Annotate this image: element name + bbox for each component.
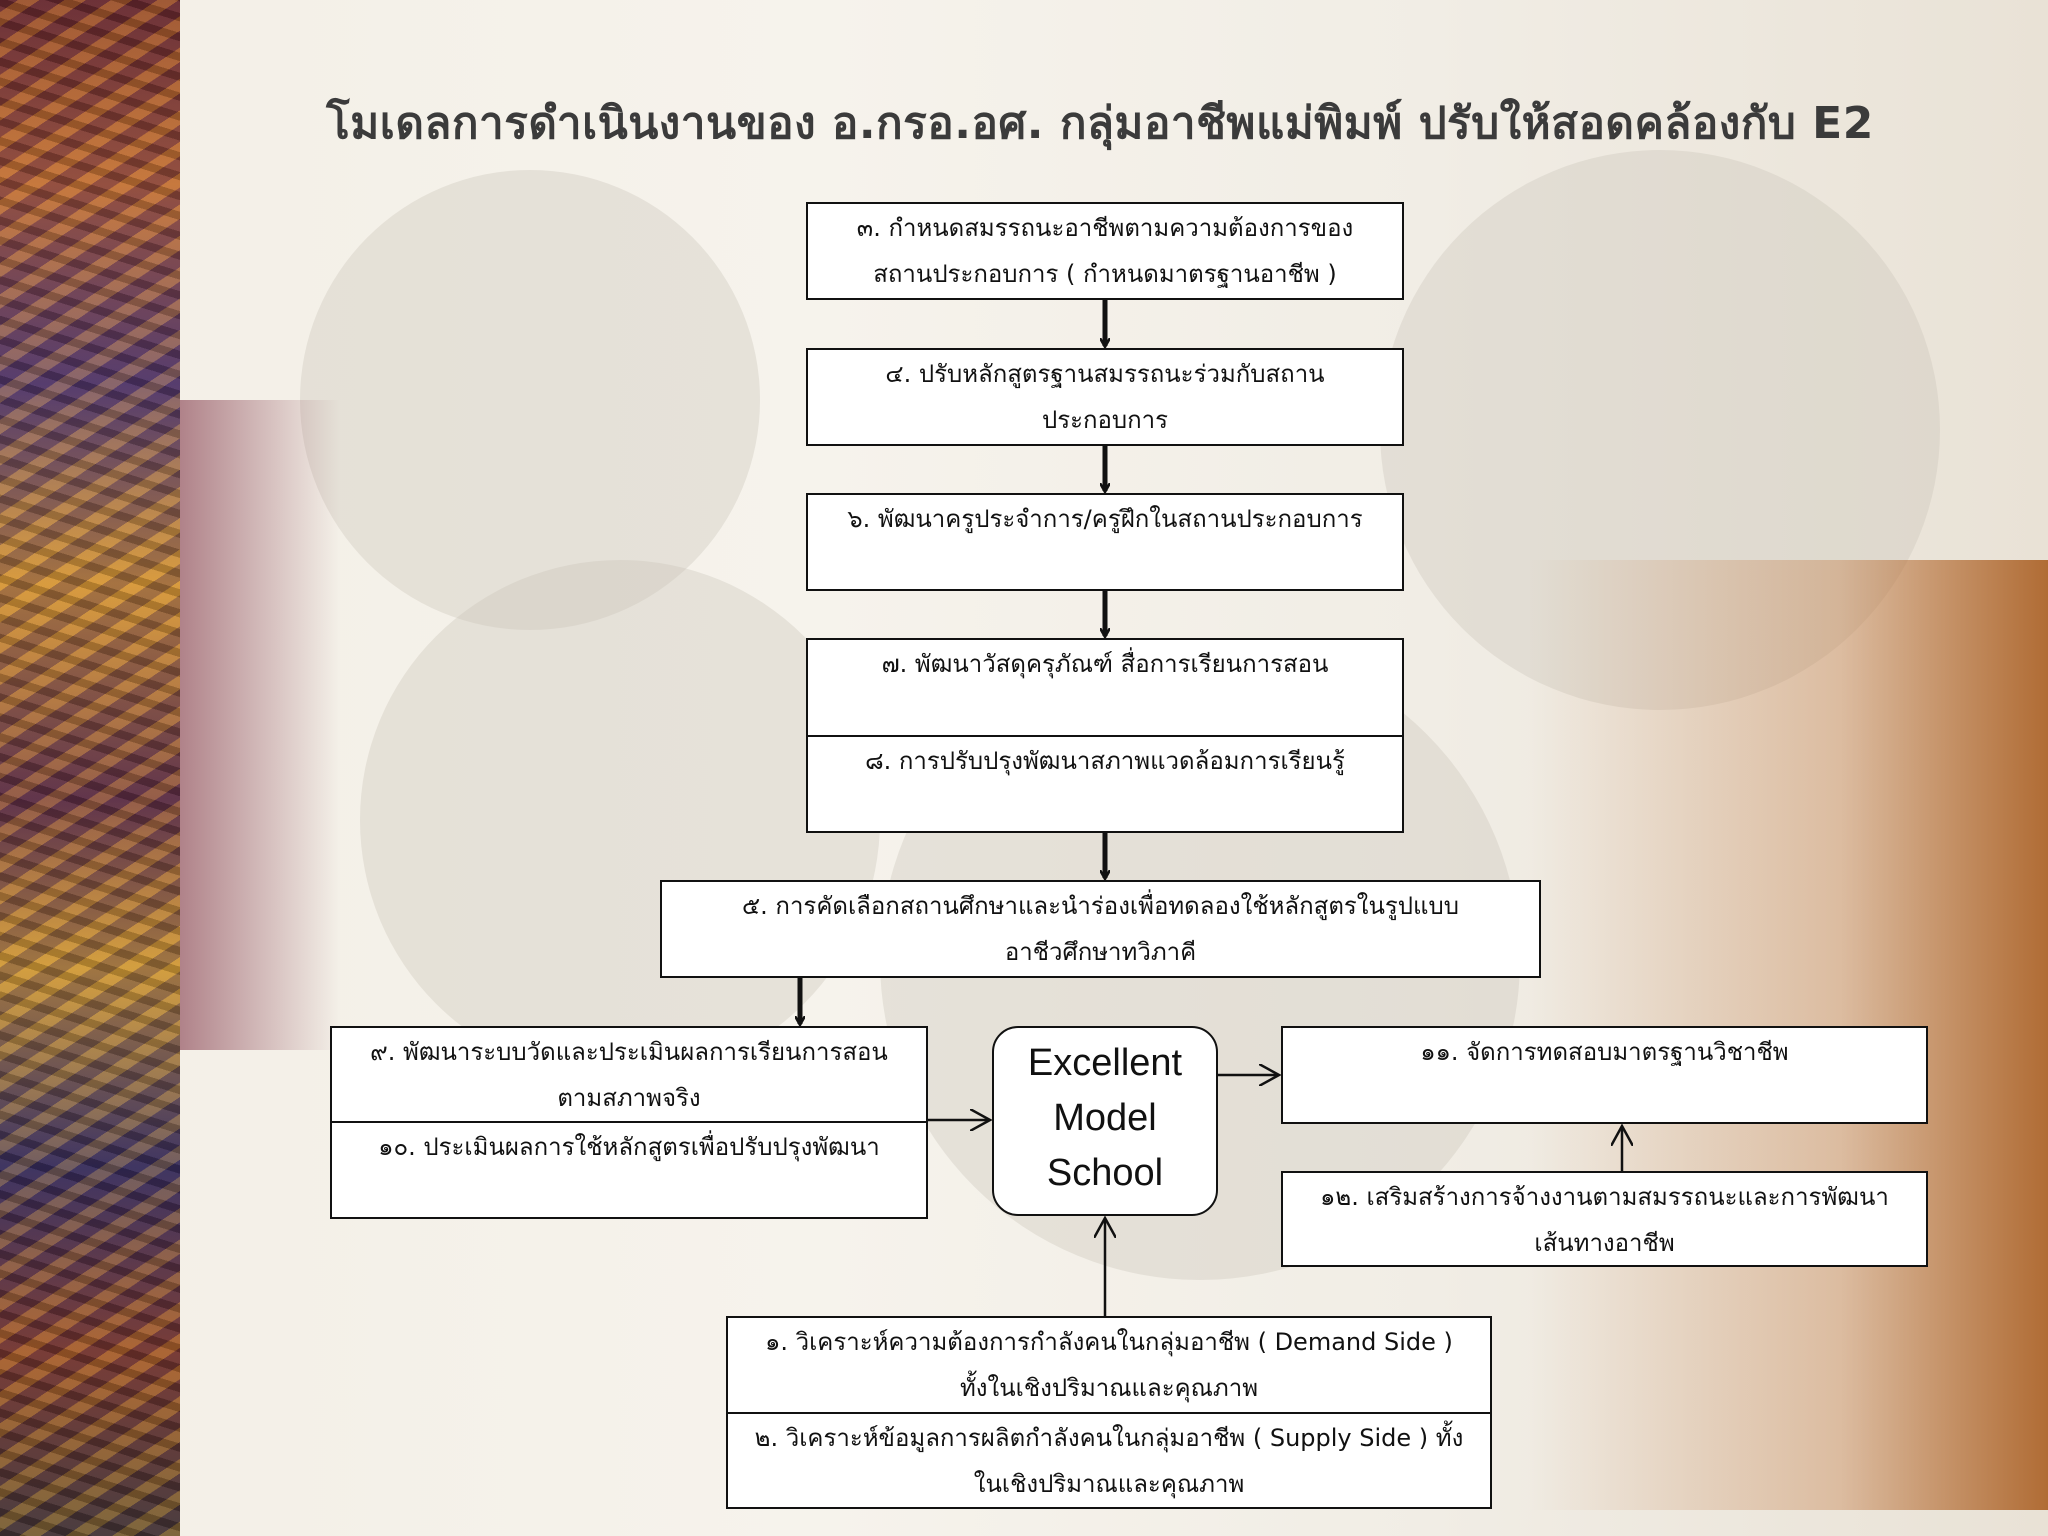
step-12-line-2: เส้นทางอาชีพ	[1534, 1229, 1675, 1257]
step-9-line-2: ตามสภาพจริง	[557, 1084, 701, 1112]
center-line-1: Excellent	[1027, 1042, 1183, 1084]
step-9-box: ๙. พัฒนาระบบวัดและประเมินผลการเรียนการสอ…	[330, 1026, 928, 1122]
step-1-line-2: ทั้งในเชิงปริมาณและคุณภาพ	[959, 1374, 1259, 1402]
center-line-3: School	[1046, 1152, 1164, 1194]
step-4-line-2: ประกอบการ	[1041, 406, 1169, 434]
background-gear	[360, 560, 880, 1080]
step-11-box: ๑๑. จัดการทดสอบมาตรฐานวิชาชีพ	[1281, 1026, 1928, 1124]
step-10-box: ๑๐. ประเมินผลการใช้หลักสูตรเพื่อปรับปรุง…	[330, 1121, 928, 1219]
step-4-box: ๔. ปรับหลักสูตรฐานสมรรถนะร่วมกับสถาน ประ…	[806, 348, 1404, 446]
decorative-side-strip	[0, 0, 180, 1536]
step-1-line-1: ๑. วิเคราะห์ความต้องการกำลังคนในกลุ่มอาช…	[765, 1328, 1453, 1356]
step-6-box: ๖. พัฒนาครูประจำการ/ครูฝึกในสถานประกอบกา…	[806, 493, 1404, 591]
step-8-box: ๘. การปรับปรุงพัฒนาสภาพแวดล้อมการเรียนรู…	[806, 735, 1404, 833]
background-gear	[300, 170, 760, 630]
step-7-box: ๗. พัฒนาวัสดุครุภัณฑ์ สื่อการเรียนการสอน	[806, 638, 1404, 736]
step-11-line-1: ๑๑. จัดการทดสอบมาตรฐานวิชาชีพ	[1420, 1038, 1789, 1066]
step-7-line-1: ๗. พัฒนาวัสดุครุภัณฑ์ สื่อการเรียนการสอน	[881, 650, 1329, 678]
step-3-line-2: สถานประกอบการ ( กำหนดมาตรฐานอาชีพ )	[873, 260, 1337, 288]
step-6-line-1: ๖. พัฒนาครูประจำการ/ครูฝึกในสถานประกอบกา…	[847, 505, 1363, 533]
excellent-model-school: Excellent Model School	[992, 1026, 1218, 1216]
step-12-line-1: ๑๒. เสริมสร้างการจ้างงานตามสมรรถนะและการ…	[1320, 1183, 1889, 1211]
step-10-line-1: ๑๐. ประเมินผลการใช้หลักสูตรเพื่อปรับปรุง…	[378, 1133, 880, 1161]
step-9-line-1: ๙. พัฒนาระบบวัดและประเมินผลการเรียนการสอ…	[370, 1038, 888, 1066]
step-4-line-1: ๔. ปรับหลักสูตรฐานสมรรถนะร่วมกับสถาน	[885, 360, 1325, 388]
step-2-line-2: ในเชิงปริมาณและคุณภาพ	[973, 1470, 1245, 1498]
step-5-line-1: ๕. การคัดเลือกสถานศึกษาและนำร่องเพื่อทดล…	[742, 892, 1459, 920]
step-1-box: ๑. วิเคราะห์ความต้องการกำลังคนในกลุ่มอาช…	[726, 1316, 1492, 1413]
step-5-line-2: อาชีวศึกษาทวิภาคี	[1004, 938, 1197, 966]
step-2-line-1: ๒. วิเคราะห์ข้อมูลการผลิตกำลังคนในกลุ่มอ…	[754, 1424, 1464, 1452]
step-5-box: ๕. การคัดเลือกสถานศึกษาและนำร่องเพื่อทดล…	[660, 880, 1541, 978]
slide-title: โมเดลการดำเนินงานของ อ.กรอ.อศ. กลุ่มอาชี…	[326, 98, 1874, 149]
decorative-shade-left	[180, 400, 340, 1050]
center-line-2: Model	[1053, 1097, 1157, 1139]
step-8-line-1: ๘. การปรับปรุงพัฒนาสภาพแวดล้อมการเรียนรู…	[865, 747, 1345, 775]
step-3-line-1: ๓. กำหนดสมรรถนะอาชีพตามความต้องการของ	[856, 214, 1354, 242]
step-3-box: ๓. กำหนดสมรรถนะอาชีพตามความต้องการของ สถ…	[806, 202, 1404, 300]
step-2-box: ๒. วิเคราะห์ข้อมูลการผลิตกำลังคนในกลุ่มอ…	[726, 1412, 1492, 1509]
step-12-box: ๑๒. เสริมสร้างการจ้างงานตามสมรรถนะและการ…	[1281, 1171, 1928, 1267]
